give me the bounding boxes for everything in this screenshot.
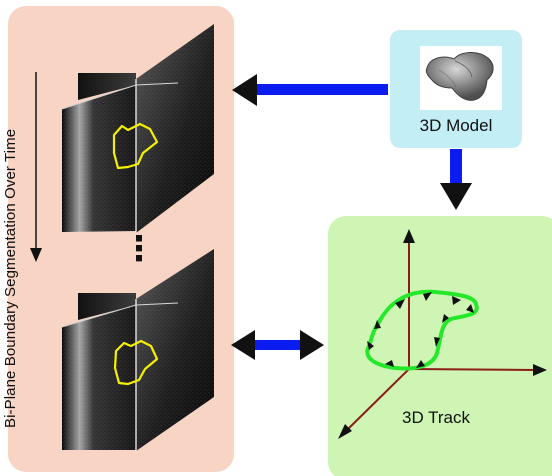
model-title: 3D Model: [419, 116, 493, 135]
track-title: 3D Track: [401, 408, 471, 427]
flow-arrow-icon: [231, 74, 472, 360]
trajectory-path: [365, 289, 479, 371]
timeline-ellipsis: ⋮: [122, 229, 156, 269]
arrow-model-to-segmentation: [232, 74, 388, 106]
boundary-contour-bottom: [113, 339, 159, 386]
3d-track-axes: [338, 229, 547, 439]
3d-trajectory: [365, 289, 479, 371]
segmentation-title: Bi-Plane Boundary Segmentation Over Time: [2, 128, 19, 428]
boundary-contour-top: [112, 122, 159, 170]
biplane-bottom-back-plane: [78, 293, 136, 320]
biplane-top-back-plane: [78, 73, 136, 100]
time-axis-arrowhead: [30, 248, 42, 262]
biplane-top: [61, 24, 214, 233]
arrow-model-to-track: [440, 149, 472, 210]
arrow-segmentation-track-bidirectional: [231, 330, 324, 360]
biplane-bottom: [61, 249, 214, 451]
3d-mesh-icon: [420, 46, 502, 110]
trajectory-direction-markers: [367, 292, 474, 368]
